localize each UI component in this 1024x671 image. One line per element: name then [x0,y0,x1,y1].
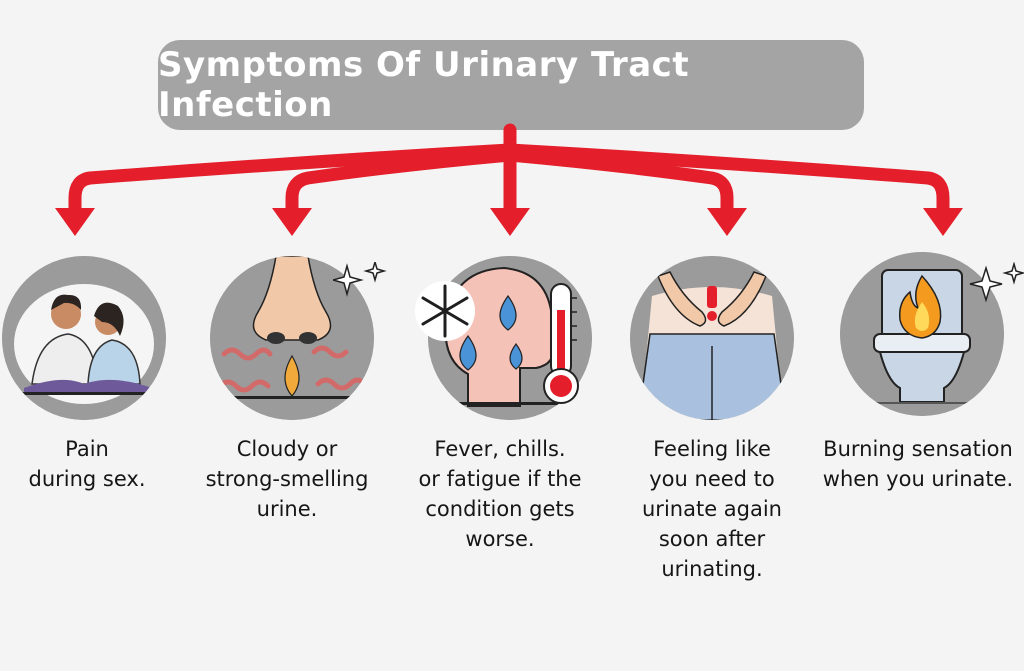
arrowhead-4 [707,208,747,236]
nose-smell-icon [210,256,374,420]
snowflake-icon [415,281,475,341]
sparkle-icon [969,262,1024,303]
arrowhead-3 [490,208,530,236]
burning-toilet-icon [840,252,1004,416]
sparkle-icon [333,262,387,297]
arrow-to-symptom-4 [503,148,734,219]
pelvic-pain-icon [630,256,794,420]
symptom-caption-2: Cloudy or strong-smelling urine. [205,437,369,521]
couple-icon [2,256,166,420]
thermometer-icon [543,283,579,404]
arrowhead-1 [55,208,95,236]
arrow-to-symptom-2 [285,148,517,219]
symptom-caption-1: Pain during sex. [28,437,146,491]
arrow-to-symptom-1 [68,143,517,219]
diagram-title: Symptoms Of Urinary Tract Infection [158,45,690,125]
symptom-caption-3: Fever, chills. or fatigue if the conditi… [418,437,582,551]
symptom-caption-4: Feeling like you need to urinate again s… [642,437,782,581]
arrowhead-2 [272,208,312,236]
title-banner: Symptoms Of Urinary Tract Infection [158,40,864,130]
symptom-caption-5: Burning sensation when you urinate. [822,437,1014,491]
arrow-to-symptom-5 [503,143,950,219]
arrowhead-5 [923,208,963,236]
